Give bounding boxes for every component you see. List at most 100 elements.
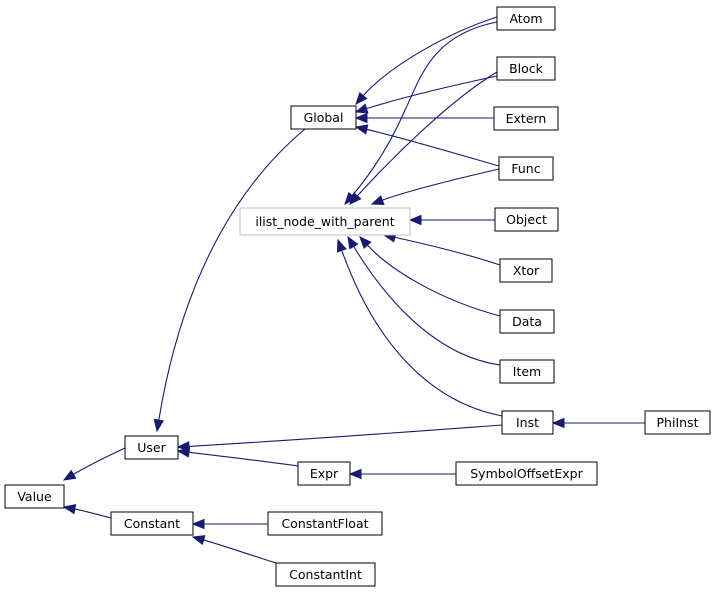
- node-box: [4, 484, 65, 509]
- edge-arrowhead: [551, 417, 565, 429]
- node-label: Constant: [124, 516, 180, 531]
- edge-line: [362, 16, 498, 97]
- edge-line: [187, 451, 299, 467]
- node-box: [499, 359, 555, 384]
- node-box: [297, 461, 351, 486]
- edges-layer: [62, 16, 645, 564]
- node-label: Object: [506, 212, 547, 227]
- edge-item-to-ilist: [347, 235, 501, 366]
- node-box: [644, 410, 711, 435]
- node-constantfloat[interactable]: ConstantFloat: [267, 511, 383, 536]
- edge-line: [73, 508, 112, 519]
- node-atom[interactable]: Atom: [496, 6, 556, 31]
- node-ilist: ilist_node_with_parent: [239, 207, 411, 236]
- node-label: Global: [304, 110, 344, 125]
- node-box: [493, 106, 559, 131]
- edge-arrowhead: [354, 124, 369, 135]
- edge-line: [352, 245, 501, 366]
- node-label: Xtor: [513, 263, 540, 278]
- edge-func-to-ilist: [370, 168, 500, 205]
- node-box: [290, 105, 357, 130]
- edge-line: [356, 71, 498, 197]
- node-value[interactable]: Value: [4, 484, 65, 509]
- node-box: [239, 207, 411, 236]
- node-box: [267, 511, 383, 536]
- node-box: [496, 56, 556, 81]
- node-label: Func: [511, 161, 540, 176]
- node-label: Expr: [310, 466, 339, 481]
- edge-atom-to-global: [355, 16, 498, 105]
- node-box: [499, 309, 555, 334]
- node-phiinst[interactable]: PhiInst: [644, 410, 711, 435]
- node-box: [110, 511, 194, 536]
- node-label: ilist_node_with_parent: [255, 214, 394, 229]
- edge-user-to-value: [62, 447, 126, 481]
- node-box: [494, 207, 559, 232]
- node-block[interactable]: Block: [496, 56, 556, 81]
- edge-line: [393, 236, 501, 266]
- node-label: ConstantInt: [289, 567, 362, 582]
- node-label: Item: [513, 364, 541, 379]
- edge-arrowhead: [62, 469, 77, 481]
- edge-arrowhead: [355, 91, 368, 105]
- edge-line: [202, 539, 277, 564]
- node-box: [499, 258, 553, 283]
- node-func[interactable]: Func: [498, 156, 554, 181]
- node-object[interactable]: Object: [494, 207, 559, 232]
- node-data[interactable]: Data: [499, 309, 555, 334]
- node-xtor[interactable]: Xtor: [499, 258, 553, 283]
- node-label: Inst: [516, 415, 539, 430]
- edge-object-to-ilist: [408, 214, 495, 226]
- node-label: Value: [17, 489, 52, 504]
- edge-line: [187, 424, 503, 447]
- edge-line: [72, 447, 126, 476]
- edge-arrowhead: [349, 191, 362, 205]
- node-symboloffsetexpr[interactable]: SymbolOffsetExpr: [455, 461, 598, 486]
- node-label: Extern: [506, 111, 547, 126]
- edge-line: [365, 75, 498, 110]
- edge-phiinst-to-inst: [551, 417, 645, 429]
- node-label: User: [137, 440, 166, 455]
- node-label: PhiInst: [657, 415, 699, 430]
- node-label: Data: [512, 314, 542, 329]
- node-box: [496, 6, 556, 31]
- node-constantint[interactable]: ConstantInt: [275, 562, 376, 587]
- node-box: [498, 156, 554, 181]
- edge-expr-to-user: [176, 447, 299, 467]
- edge-symboloffsetexpr-to-expr: [348, 468, 456, 480]
- node-box: [501, 410, 554, 435]
- edge-arrowhead: [153, 418, 165, 433]
- edge-arrowhead: [354, 103, 369, 114]
- edge-arrowhead: [191, 535, 206, 546]
- edge-arrowhead: [359, 236, 372, 250]
- node-inst[interactable]: Inst: [501, 410, 554, 435]
- node-item[interactable]: Item: [499, 359, 555, 384]
- edge-atom-to-ilist: [344, 21, 498, 206]
- edge-block-to-ilist: [349, 71, 498, 205]
- edge-arrowhead: [191, 518, 205, 530]
- edge-global-to-user: [153, 128, 306, 433]
- edge-line: [381, 168, 500, 202]
- edge-xtor-to-ilist: [382, 232, 501, 266]
- node-user[interactable]: User: [124, 435, 179, 460]
- node-global[interactable]: Global: [290, 105, 357, 130]
- node-label: Block: [509, 61, 544, 76]
- node-expr[interactable]: Expr: [297, 461, 351, 486]
- edge-arrowhead: [408, 214, 422, 226]
- edge-inst-to-ilist: [336, 238, 503, 417]
- node-extern[interactable]: Extern: [493, 106, 559, 131]
- edge-arrowhead: [347, 235, 359, 250]
- edge-constant-to-value: [62, 503, 112, 519]
- edge-line: [351, 21, 498, 197]
- edge-arrowhead: [62, 503, 77, 515]
- node-constant[interactable]: Constant: [110, 511, 194, 536]
- node-box: [275, 562, 376, 587]
- edge-arrowhead: [344, 191, 357, 206]
- edge-line: [366, 244, 501, 317]
- edge-arrowhead: [336, 238, 347, 253]
- edge-line: [365, 128, 500, 167]
- node-box: [124, 435, 179, 460]
- node-label: Atom: [509, 11, 542, 26]
